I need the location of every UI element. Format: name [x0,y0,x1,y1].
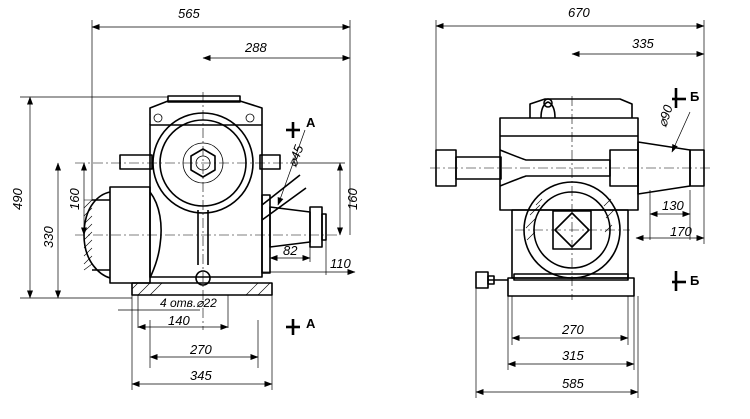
dim-base-140: 140 [168,313,190,328]
dim-shaft-dia: ⌀45 [285,142,307,169]
dim-base-270: 270 [189,342,212,357]
side-dim-base-585: 585 [562,376,584,391]
side-view: 670 335 ⌀90 130 170 270 315 585 Б Б [430,5,712,398]
side-dim-base-315: 315 [562,348,584,363]
dim-right-height: 160 [345,188,360,210]
dim-shaft-end: 110 [330,256,351,271]
dim-shaft-length: 82 [283,243,298,258]
side-dim-shaft-dia: ⌀90 [655,102,676,129]
base-hatch [131,282,271,296]
section-label-b-top: Б [690,89,699,104]
side-dim-shaft-offset: 335 [632,36,654,51]
section-label-a-top: А [306,115,316,130]
round-housing-hatch [525,198,615,241]
section-label-a-bottom: А [306,316,316,331]
side-dim-overall-width: 670 [568,5,590,20]
section-label-b-bottom: Б [690,273,699,288]
dim-base-345: 345 [190,368,212,383]
dim-overall-width: 565 [178,6,200,21]
dim-left-height: 160 [67,188,82,210]
left-flange-hatch [83,199,93,271]
dim-overall-height: 490 [10,188,25,210]
front-view: 565 288 490 330 160 160 ⌀45 82 110 4 отв… [10,6,360,390]
dim-holes: 4 отв.⌀22 [160,296,217,310]
side-dim-base-270: 270 [561,322,584,337]
side-dim-170: 170 [670,224,692,239]
dim-axis-height: 330 [41,226,56,248]
dim-shaft-offset: 288 [244,40,267,55]
side-dim-130: 130 [662,198,684,213]
